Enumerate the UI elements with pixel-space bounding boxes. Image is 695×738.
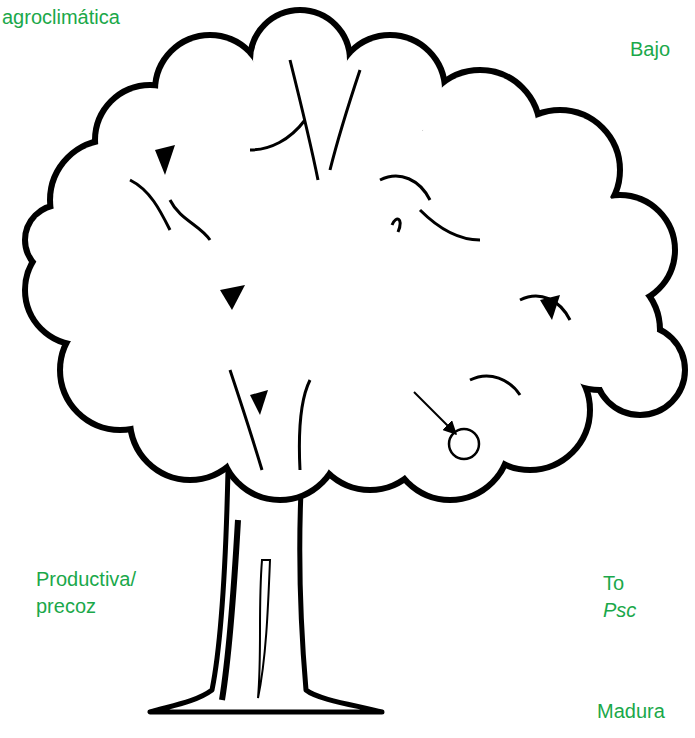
annotation-label: Productiva/ precoz (36, 566, 154, 620)
pointer-arrow (414, 392, 456, 434)
annotation-label: Psc (603, 597, 636, 624)
annotation-label: Bajo (630, 36, 670, 63)
tree-trunk (150, 470, 382, 712)
annotation-label: To (603, 570, 624, 597)
canopy-details (130, 60, 570, 470)
annotation-label: agroclimática (2, 4, 120, 31)
annotation-label: Madura (597, 698, 665, 725)
fruit (449, 429, 479, 459)
canopy-shadows (155, 145, 560, 415)
canopy-outline (25, 10, 685, 500)
canopy-fill (28, 13, 682, 497)
